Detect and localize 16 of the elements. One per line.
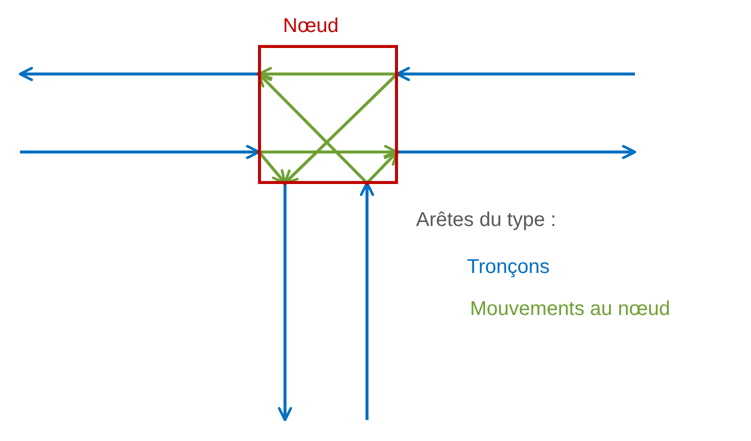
legend-heading: Arêtes du type : [416, 208, 556, 233]
connection-point [283, 181, 287, 185]
segment-arrow [396, 66, 635, 82]
segment-arrow [18, 66, 259, 82]
segment-arrow [20, 144, 260, 160]
connection-point [257, 150, 261, 154]
node-title: Nœud [283, 14, 339, 39]
connection-point [257, 72, 261, 76]
segment-arrow [278, 183, 292, 422]
segment-arrow [360, 182, 374, 420]
connection-point [395, 72, 399, 76]
legend-entry: Tronçons [467, 255, 550, 280]
segment-arrow [397, 144, 636, 160]
connection-point [395, 150, 399, 154]
legend-entry: Mouvements au nœud [470, 297, 670, 322]
connection-point [365, 181, 369, 185]
